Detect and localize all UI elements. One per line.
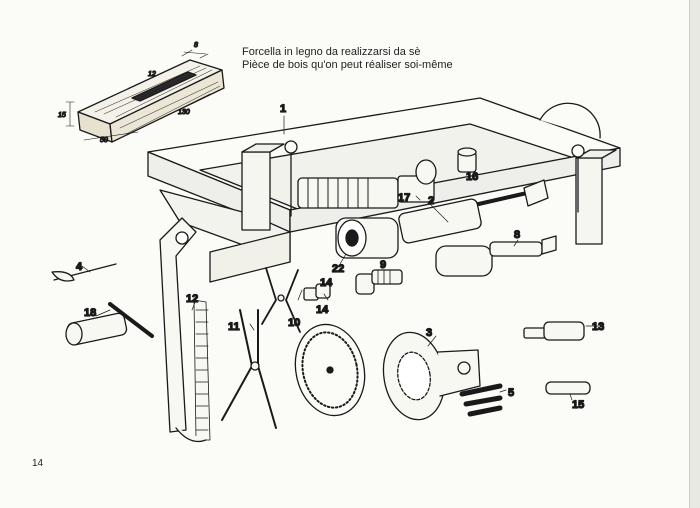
part-label-17: 17 — [398, 192, 410, 204]
dimension-label: 130 — [178, 109, 190, 116]
part-14-degree-disc — [294, 323, 366, 417]
caption: Forcella in legno da realizzarsi da sè P… — [242, 46, 453, 72]
part-2-puller — [398, 179, 549, 244]
page-edge — [689, 0, 700, 508]
part-label-12: 12 — [186, 293, 198, 305]
page-number: 14 — [32, 458, 44, 469]
part-label-8: 8 — [514, 229, 520, 241]
part-label-5: 5 — [508, 387, 514, 399]
part-17-gear-shaft — [297, 159, 437, 209]
part-label-2: 2 — [428, 195, 434, 207]
part-label-22: 22 — [332, 263, 344, 275]
part-22-cup — [335, 217, 399, 259]
part-label-1: 1 — [280, 103, 286, 115]
part-label-3: 3 — [426, 327, 432, 339]
part-15-sleeve — [545, 381, 591, 395]
part-label-16: 16 — [466, 171, 478, 183]
part-11-pliers — [221, 309, 277, 429]
part-14-bolt — [303, 283, 331, 301]
part-label-18: 18 — [84, 307, 96, 319]
part-3-flywheel-holder — [382, 331, 481, 421]
caption-italian: Forcella in legno da realizzarsi da sè — [242, 46, 421, 58]
dimension-label: 8 — [194, 42, 198, 49]
leader-lines — [81, 115, 605, 401]
part-label-9: 9 — [380, 259, 386, 271]
part-label-13: 13 — [592, 321, 604, 333]
dimension-label: 50 — [100, 137, 108, 144]
part-18-socket-spanner — [65, 302, 154, 346]
part-label-15: 15 — [572, 399, 584, 411]
part-9-adapter — [355, 269, 403, 295]
part-16-bushing — [457, 147, 477, 173]
part-label-11: 11 — [228, 321, 240, 333]
part-8-shaft — [435, 235, 557, 277]
wooden-fork-block — [65, 49, 225, 143]
part-label-14: 14 — [320, 277, 333, 289]
part-4-hook-key — [51, 263, 117, 282]
support-frame — [147, 97, 621, 283]
part-label-10: 10 — [288, 317, 300, 329]
part-label-4: 4 — [76, 261, 83, 273]
dimension-label: 12 — [148, 71, 156, 78]
part-label-14-bolt: 14 — [316, 304, 329, 316]
part-13-threaded-pin — [523, 321, 585, 341]
part-12-chain-wrench — [159, 217, 211, 443]
part-10-circlip-pliers — [261, 267, 301, 333]
caption-french: Pièce de bois qu'on peut réaliser soi-mê… — [242, 59, 453, 71]
part-5-pins — [459, 383, 503, 417]
dimension-label: 15 — [58, 112, 66, 119]
